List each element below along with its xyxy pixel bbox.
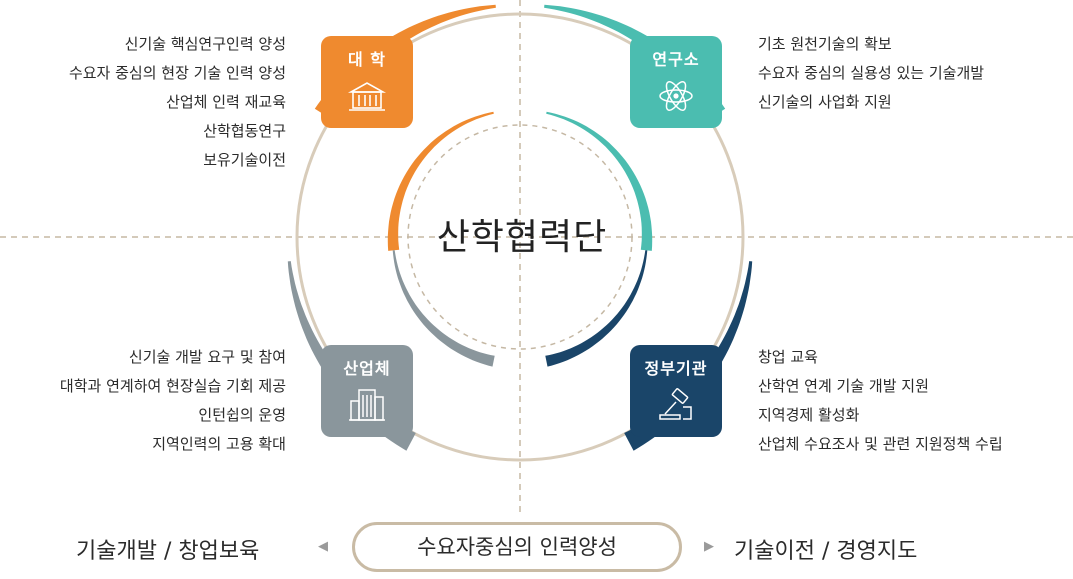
bottom-left-text: 기술개발 / 창업보육 (76, 539, 260, 564)
list-item: 산학연 연계 기술 개발 지원 (758, 377, 929, 395)
institute-node: 연구소 (630, 36, 722, 128)
bottom-right-text: 기술이전 / 경영지도 (734, 539, 918, 564)
list-item: 대학과 연계하여 현장실습 기회 제공 (59, 377, 286, 395)
government-items: 창업 교육 산학연 연계 기술 개발 지원 지역경제 활성화 산업체 수요조사 … (758, 343, 1003, 459)
university-building-icon (347, 82, 387, 111)
industry-items: 신기술 개발 요구 및 참여 대학과 연계하여 현장실습 기회 제공 인턴쉽의 … (60, 343, 286, 459)
government-label: 정부기관 (644, 359, 708, 378)
gavel-icon (659, 388, 692, 420)
government-node: 정부기관 (630, 345, 722, 437)
center-title: 산학협력단 (436, 217, 608, 258)
list-item: 산업체 인력 재교육 (166, 93, 286, 111)
list-item: 지역인력의 고용 확대 (152, 435, 286, 453)
atom-icon (659, 81, 693, 111)
list-item: 산업체 수요조사 및 관련 지원정책 수립 (758, 435, 1003, 453)
list-item: 수요자 중심의 실용성 있는 기술개발 (758, 64, 985, 82)
institute-items: 기초 원천기술의 확보 수요자 중심의 실용성 있는 기술개발 신기술의 사업화… (758, 30, 984, 117)
university-items: 신기술 핵심연구인력 양성 수요자 중심의 현장 기술 인력 양성 산업체 인력… (69, 30, 286, 175)
triangle-right-icon: ▶ (704, 539, 714, 554)
triangle-left-icon: ◀ (318, 539, 328, 554)
list-item: 신기술 핵심연구인력 양성 (124, 35, 286, 53)
industry-label: 산업체 (343, 359, 391, 378)
list-item: 기초 원천기술의 확보 (758, 35, 892, 53)
list-item: 신기술의 사업화 지원 (758, 93, 892, 111)
list-item: 산학협동연구 (203, 122, 286, 140)
list-item: 보유기술이전 (203, 151, 286, 169)
institute-inner-arc (546, 111, 653, 251)
outer-ring (295, 12, 745, 462)
list-item: 지역경제 활성화 (758, 406, 860, 424)
industry-inner-arc (392, 250, 495, 367)
bottom-center-text: 수요자중심의 인력양성 (417, 535, 617, 559)
bottom-center-pill: 수요자중심의 인력양성 (352, 522, 682, 572)
university-label: 대 학 (347, 50, 386, 69)
university-inner-arc (387, 111, 494, 251)
list-item: 수요자 중심의 현장 기술 인력 양성 (68, 64, 286, 82)
university-node: 대 학 (321, 36, 413, 128)
inner-dashed-ring (407, 124, 633, 350)
government-inner-arc (545, 250, 648, 367)
list-item: 인턴쉽의 운영 (198, 406, 286, 424)
list-item: 창업 교육 (758, 348, 818, 366)
list-item: 신기술 개발 요구 및 참여 (128, 348, 286, 366)
industry-node: 산업체 (321, 345, 413, 437)
institute-label: 연구소 (652, 50, 700, 69)
office-building-icon (349, 389, 385, 421)
